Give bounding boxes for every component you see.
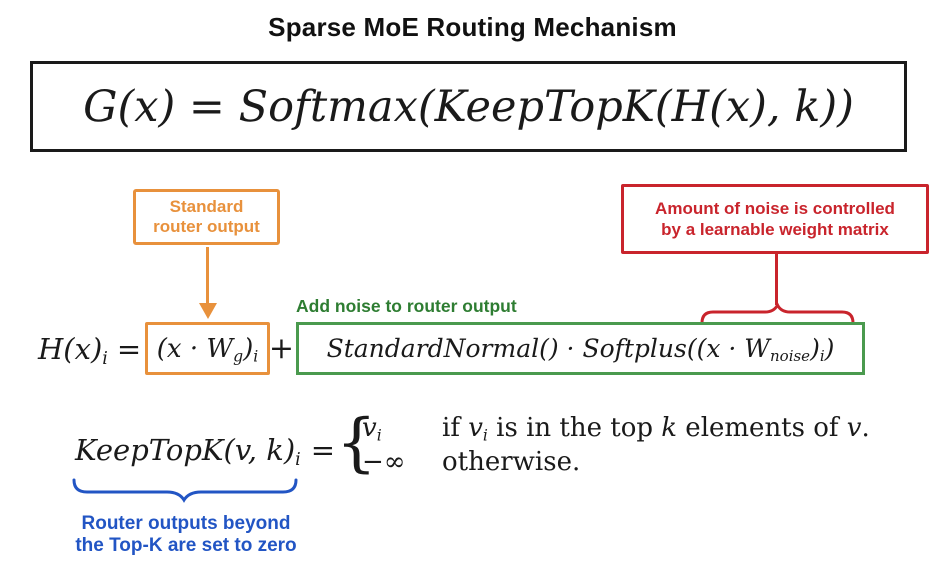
case1-mid-text: is in the top: [487, 413, 662, 443]
topk-note-line2: the Top-K are set to zero: [75, 535, 297, 556]
blue-underbrace: [72, 478, 298, 503]
router-term-sub-i: i: [253, 346, 259, 365]
noise-term-box: StandardNormal() · Softplus((x · Wnoise)…: [296, 322, 865, 375]
case1-period: .: [861, 413, 870, 443]
down-arrow-head-icon: [199, 303, 217, 319]
add-noise-label: Add noise to router output: [296, 296, 517, 316]
gating-formula-box: G(x) = Softmax(KeepTopK(H(x), k)): [30, 61, 907, 152]
keeptopk-lhs: KeepTopK(v, k)i =: [75, 433, 336, 470]
case1-value: vi: [362, 413, 442, 443]
plus-operator: +: [268, 331, 295, 366]
h-equals: =: [116, 331, 142, 366]
topk-note-line1: Router outputs beyond: [81, 513, 291, 534]
keeptopk-equals: =: [310, 433, 336, 467]
standard-router-callout-line2: router output: [153, 217, 260, 236]
noise-term-main: StandardNormal() · Softplus((x · W: [326, 334, 770, 363]
case1-k: k: [661, 413, 678, 443]
standard-router-callout: Standard router output: [133, 189, 280, 245]
noise-control-callout-line1: Amount of noise is controlled: [655, 199, 895, 218]
diagram-title: Sparse MoE Routing Mechanism: [268, 12, 677, 42]
noise-term-sub-noise: noise: [770, 347, 811, 366]
case2-text: otherwise.: [442, 447, 581, 477]
h-lhs-main: H(x): [38, 331, 103, 366]
keeptopk-lhs-text: KeepTopK(v, k)i =: [75, 433, 336, 470]
case1-value-sub: i: [376, 426, 382, 445]
case1-v-sub: i: [482, 426, 488, 445]
keeptopk-lhs-sub: i: [295, 449, 301, 470]
noise-control-callout-line2: by a learnable weight matrix: [661, 220, 889, 239]
case-brace: {: [336, 406, 377, 480]
red-connector-line: [775, 254, 778, 305]
down-arrow-line: [206, 247, 209, 305]
noise-term-end: ): [824, 334, 835, 363]
red-overbrace: [700, 301, 855, 325]
gating-formula: G(x) = Softmax(KeepTopK(H(x), k)): [83, 81, 854, 132]
topk-note: Router outputs beyond the Top-K are set …: [35, 513, 337, 557]
router-output-term: (x · Wg)i: [157, 334, 258, 364]
noise-term-close: ): [810, 334, 820, 363]
case1-v2: v: [846, 413, 862, 443]
keeptopk-cases: vi if vi is in the top k elements of v. …: [362, 413, 870, 477]
noise-control-callout: Amount of noise is controlled by a learn…: [621, 184, 929, 254]
h-lhs-text: H(x)i =: [38, 331, 142, 369]
standard-router-callout-line1: Standard: [169, 197, 244, 216]
case1-condition: if vi is in the top k elements of v.: [442, 413, 870, 443]
h-formula-lhs: H(x)i =: [38, 322, 141, 375]
noise-term: StandardNormal() · Softplus((x · Wnoise)…: [326, 334, 835, 366]
noise-term-sub-i: i: [819, 347, 825, 366]
case1-tail-text: elements of: [677, 413, 847, 443]
case1-if: if: [442, 413, 469, 443]
case1-v: v: [468, 413, 483, 443]
router-term-close: ): [243, 333, 254, 364]
case2-value: −∞: [362, 447, 406, 477]
h-lhs-sub: i: [102, 348, 108, 369]
router-term-main: (x · W: [156, 333, 234, 364]
keeptopk-lhs-main: KeepTopK(v, k): [75, 433, 296, 467]
case1-value-main: v: [362, 413, 377, 443]
router-term-sub-g: g: [233, 346, 244, 365]
router-output-term-box: (x · Wg)i: [145, 322, 270, 375]
